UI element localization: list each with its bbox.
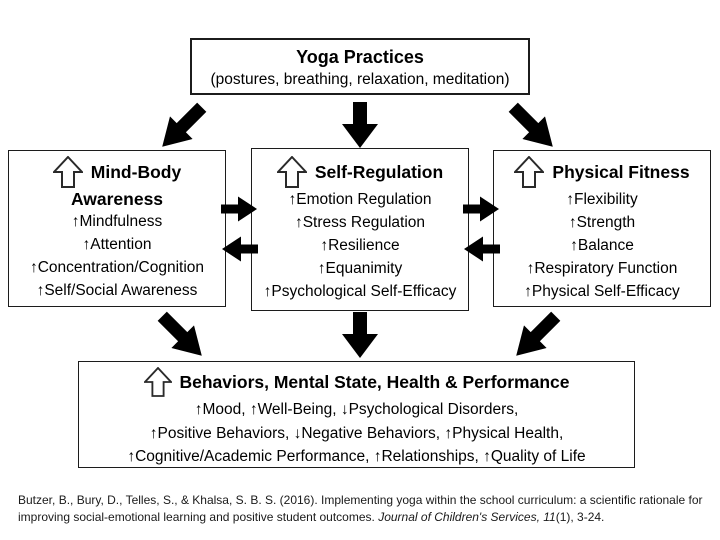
physical-fitness-item: ↑Balance: [570, 237, 634, 254]
mind-body-item: ↑Self/Social Awareness: [36, 282, 198, 299]
mind-body-item: ↑Mindfulness: [71, 213, 163, 230]
self-regulation-item: ↑Emotion Regulation: [288, 191, 432, 208]
up-arrow-outline-icon: [276, 156, 307, 188]
mind-body-item: ↑Concentration/Cognition: [29, 259, 205, 276]
outcomes-title: Behaviors, Mental State, Health & Perfor…: [179, 371, 570, 392]
citation-journal-italic: Journal of Children's Services, 11: [378, 510, 556, 524]
physical-fitness-item: ↑Strength: [568, 214, 636, 231]
yoga-practices-subtitle: (postures, breathing, relaxation, medita…: [210, 71, 510, 88]
mind-body-awareness-box: Mind-Body Awareness ↑Mindfulness ↑Attent…: [8, 150, 226, 307]
arrow-down-left-icon: [151, 96, 213, 158]
arrow-right-icon: [221, 196, 258, 222]
physical-fitness-item: ↑Physical Self-Efficacy: [524, 283, 680, 300]
arrow-left-icon: [221, 236, 258, 262]
arrow-down-right-icon: [151, 305, 213, 367]
citation-text: Butzer, B., Bury, D., Telles, S., & Khal…: [18, 493, 703, 507]
physical-fitness-box: Physical Fitness ↑Flexibility ↑Strength …: [493, 150, 711, 307]
up-arrow-outline-icon: [514, 156, 545, 188]
mind-body-title-line1: Mind-Body: [90, 162, 182, 182]
physical-fitness-item: ↑Respiratory Function: [526, 260, 678, 277]
arrow-down-right-icon: [502, 96, 564, 158]
mind-body-item: ↑Attention: [82, 236, 152, 253]
outcomes-line: ↑Cognitive/Academic Performance, ↑Relati…: [127, 448, 586, 465]
citation: Butzer, B., Bury, D., Telles, S., & Khal…: [18, 492, 710, 526]
arrow-left-icon: [463, 236, 500, 262]
yoga-practices-title: Yoga Practices: [296, 47, 424, 67]
citation-text: (1), 3-24.: [555, 510, 605, 524]
self-regulation-item: ↑Equanimity: [317, 260, 403, 277]
self-regulation-item: ↑Psychological Self-Efficacy: [263, 283, 457, 300]
self-regulation-box: Self-Regulation ↑Emotion Regulation ↑Str…: [251, 148, 469, 311]
arrow-down-icon: [342, 102, 378, 148]
mind-body-title-line2: Awareness: [70, 189, 164, 209]
arrow-down-icon: [342, 312, 378, 358]
self-regulation-title: Self-Regulation: [314, 162, 444, 182]
up-arrow-outline-icon: [143, 367, 172, 397]
citation-text: improving social-emotional learning and …: [18, 510, 379, 524]
arrow-down-left-icon: [505, 305, 567, 367]
outcomes-line: ↑Mood, ↑Well-Being, ↓Psychological Disor…: [194, 401, 519, 418]
outcomes-line: ↑Positive Behaviors, ↓Negative Behaviors…: [149, 424, 564, 442]
up-arrow-outline-icon: [52, 156, 83, 188]
self-regulation-item: ↑Stress Regulation: [294, 214, 426, 231]
self-regulation-item: ↑Resilience: [320, 237, 400, 254]
physical-fitness-title: Physical Fitness: [552, 162, 690, 182]
physical-fitness-item: ↑Flexibility: [566, 191, 638, 208]
outcomes-box: Behaviors, Mental State, Health & Perfor…: [78, 361, 635, 468]
arrow-right-icon: [463, 196, 500, 222]
yoga-practices-box: Yoga Practices (postures, breathing, rel…: [190, 38, 530, 95]
